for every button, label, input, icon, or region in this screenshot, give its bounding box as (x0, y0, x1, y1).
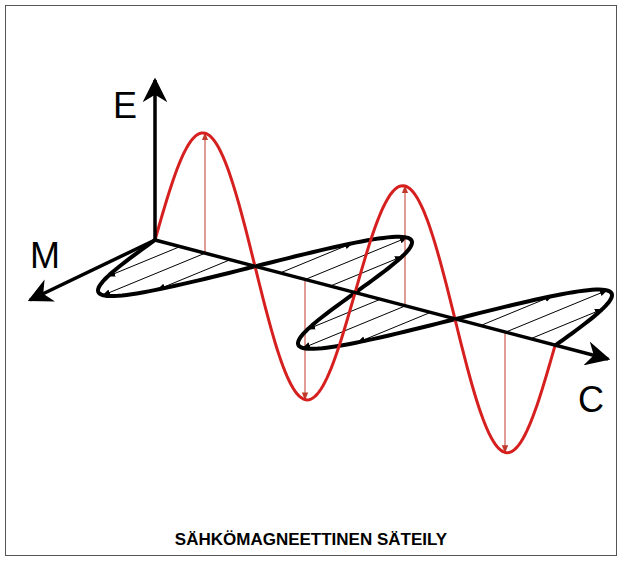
field-vector (308, 299, 380, 329)
field-vector (305, 280, 306, 400)
axis-label: C (578, 382, 604, 418)
field-vector (330, 257, 402, 287)
field-vector (205, 133, 206, 253)
e-axis (153, 80, 157, 240)
field-vector (530, 309, 602, 339)
axes (30, 80, 608, 359)
field-vectors (103, 133, 607, 452)
field-vector (108, 247, 180, 277)
axis-label: M (30, 238, 60, 274)
field-vector (405, 186, 406, 306)
field-vector (505, 332, 506, 452)
axis-label: E (113, 88, 137, 124)
c-axis (155, 240, 608, 359)
caption: SÄHKÖMAGNEETTINEN SÄTEILY (175, 531, 447, 548)
frame (6, 6, 617, 556)
waves (98, 133, 612, 453)
